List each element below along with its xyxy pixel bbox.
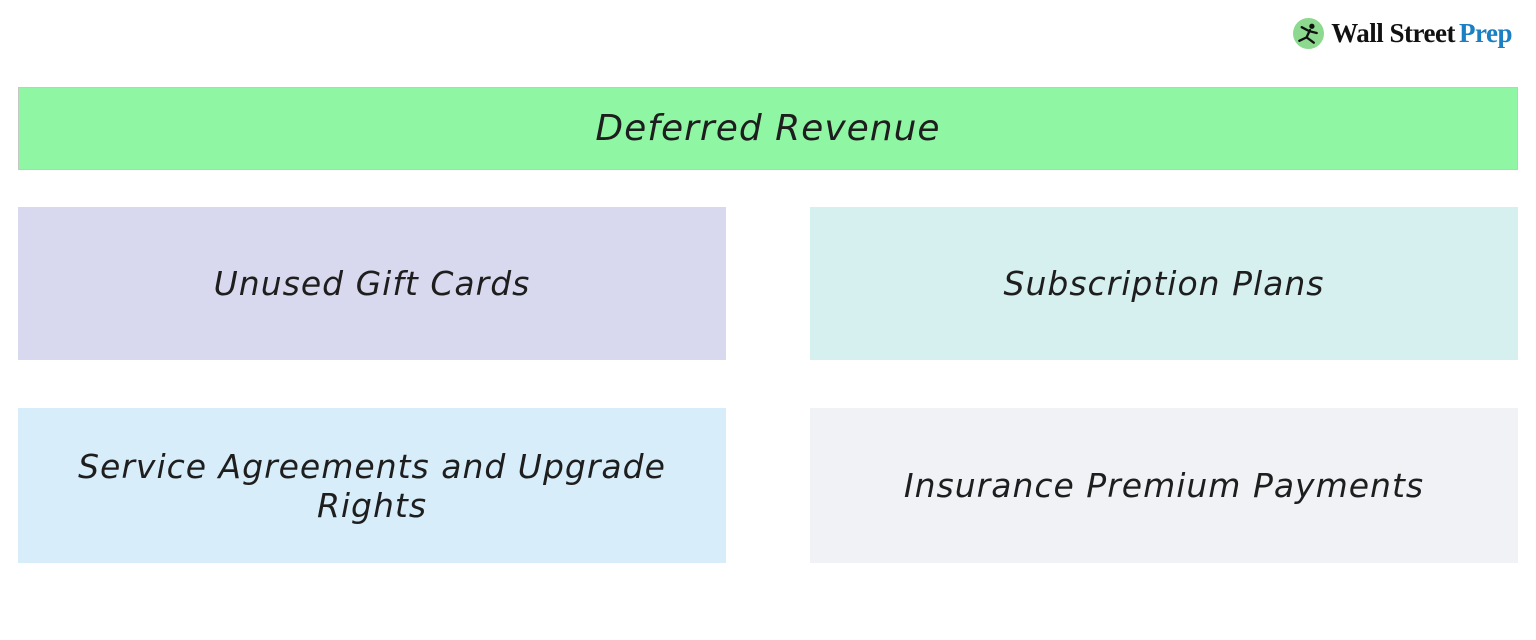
box-unused-gift-cards: Unused Gift Cards [18, 207, 726, 360]
box-subscription-plans: Subscription Plans [810, 207, 1518, 360]
runner-icon [1293, 18, 1325, 49]
item-label: Unused Gift Cards [213, 264, 531, 303]
brand-prep: Prep [1459, 18, 1513, 48]
banner-label: Deferred Revenue [595, 108, 941, 149]
item-label: Insurance Premium Payments [903, 466, 1425, 505]
item-label: Subscription Plans [1003, 264, 1325, 303]
brand-wallstreet: Wall Street [1331, 18, 1455, 48]
box-service-agreements-upgrade-rights: Service Agreements and Upgrade Rights [18, 408, 726, 563]
deferred-revenue-banner: Deferred Revenue [18, 87, 1518, 170]
item-label: Service Agreements and Upgrade Rights [78, 446, 666, 525]
box-insurance-premium-payments: Insurance Premium Payments [810, 408, 1518, 563]
